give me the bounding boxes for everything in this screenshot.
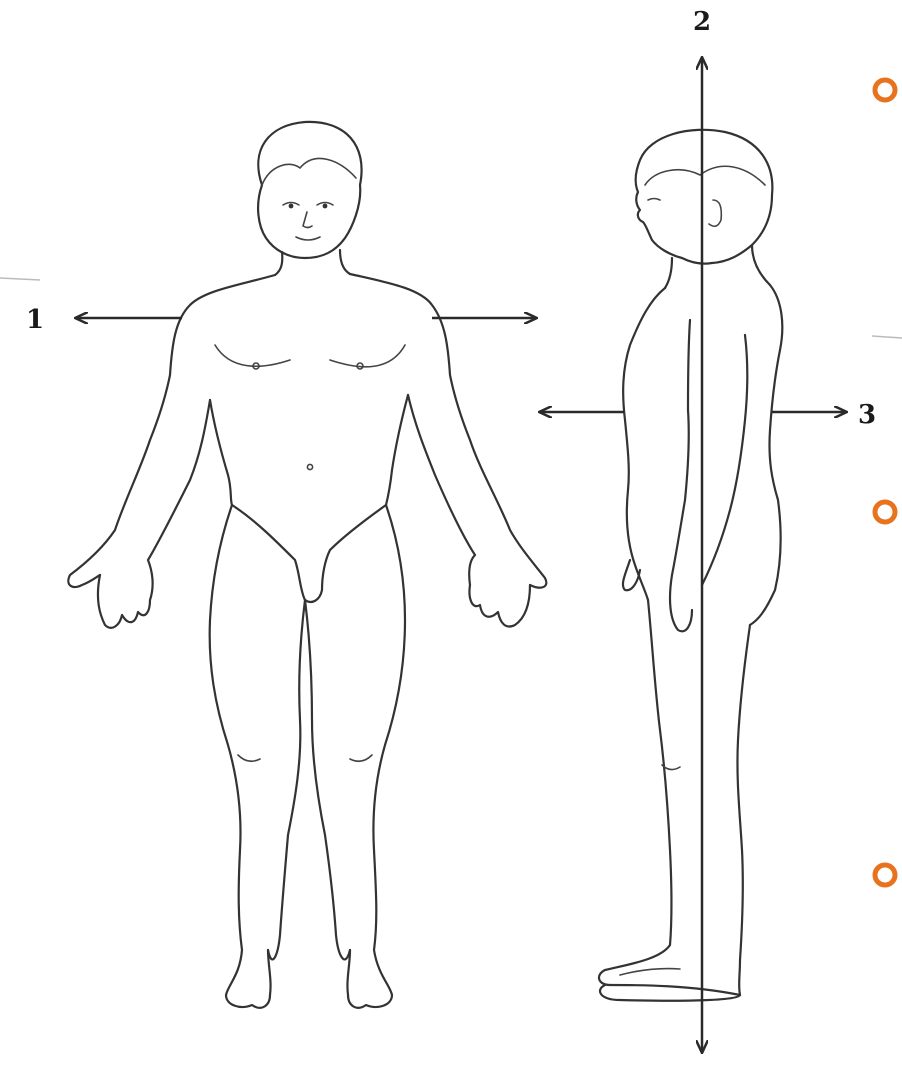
- ring-bullet-icon: [875, 80, 895, 100]
- axis-1-arrow: [0, 278, 536, 318]
- front-view-figure: [68, 122, 546, 1008]
- axis-3-label: 3: [858, 400, 876, 430]
- axis-2-label: 2: [693, 7, 711, 37]
- axis-1-label: 1: [26, 305, 44, 335]
- axis-3-arrow: [540, 336, 902, 412]
- ring-bullet-icon: [875, 502, 895, 522]
- ring-bullet-icon: [875, 865, 895, 885]
- side-view-figure: [599, 130, 782, 1001]
